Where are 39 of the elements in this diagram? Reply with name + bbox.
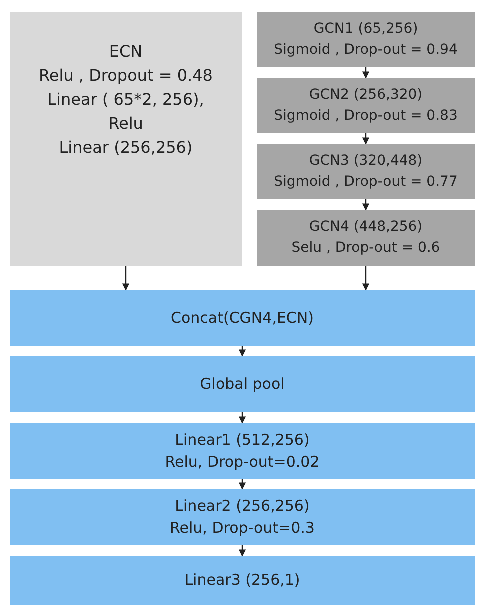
layer-box (10, 423, 475, 479)
layer-box (257, 78, 475, 133)
layer-detail: Relu, Drop-out=0.3 (170, 518, 315, 539)
layer-detail: Relu , Dropout = 0.48 (39, 65, 213, 87)
layer-title: GCN4 (448,256) (309, 218, 423, 237)
arrow (238, 412, 246, 424)
layer-title: ECN (109, 41, 143, 63)
arrow (362, 67, 370, 79)
arrow (238, 545, 246, 557)
layer-title: Concat(CGN4,ECN) (171, 308, 314, 329)
layer-box (10, 556, 475, 605)
encoder-box (10, 12, 242, 266)
layer-title: Linear1 (512,256) (175, 430, 310, 450)
layer-title: GCN1 (65,256) (314, 20, 418, 38)
layer-detail: Relu (108, 113, 144, 135)
layer-box (10, 356, 475, 412)
arrow (238, 346, 246, 357)
layer-detail: Sigmoid , Drop-out = 0.83 (274, 106, 458, 126)
arrow (362, 266, 370, 291)
layer-detail: Selu , Drop-out = 0.6 (292, 239, 440, 258)
layer-box (10, 489, 475, 545)
layer-title: GCN3 (320,448) (309, 152, 423, 170)
arrow (362, 199, 370, 211)
layer-title: Global pool (200, 374, 285, 395)
layer-detail: Linear (256,256) (59, 137, 193, 159)
layer-box (257, 12, 475, 67)
layer-box (10, 290, 475, 346)
arrow (238, 479, 246, 490)
arrow (122, 266, 130, 291)
layer-title: Linear2 (256,256) (175, 496, 310, 516)
layer-box (257, 144, 475, 199)
layer-detail: Sigmoid , Drop-out = 0.94 (274, 40, 458, 60)
layer-detail: Linear ( 65*2, 256), (48, 89, 204, 111)
layer-box (257, 210, 475, 266)
layer-title: Linear3 (256,1) (184, 570, 300, 592)
layer-detail: Relu, Drop-out=0.02 (165, 452, 320, 473)
layer-title: GCN2 (256,320) (309, 86, 423, 104)
arrow (362, 133, 370, 145)
layer-detail: Sigmoid , Drop-out = 0.77 (274, 172, 458, 192)
